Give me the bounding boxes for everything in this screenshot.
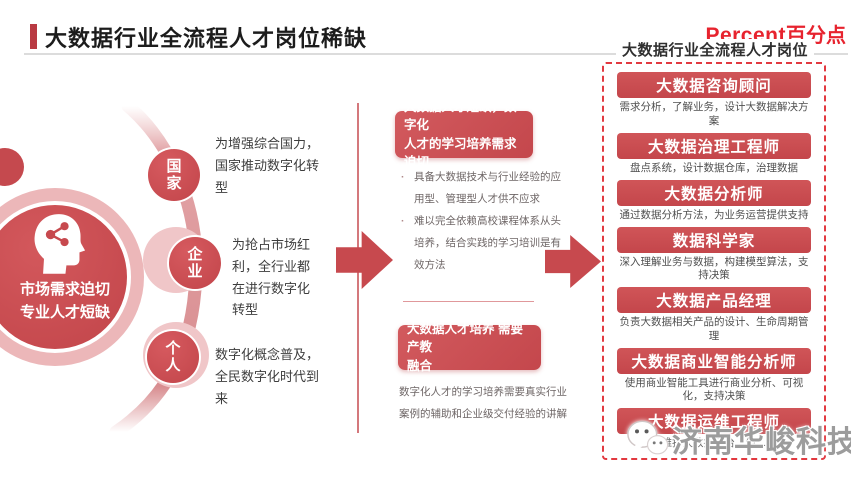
- job-title: 数据科学家: [617, 226, 811, 253]
- bullet-item: 难以完全依赖高校课程体系从头培养，结合实践的学习培训是有效方法: [399, 210, 571, 276]
- job-desc: 负责大数据相关产品的设计、生命周期管理: [619, 316, 809, 342]
- job-row: 大数据治理工程师 盘点系统，设计数据仓库，治理数据: [617, 132, 811, 176]
- header-divider: [24, 53, 848, 55]
- node-country-label: 国家: [166, 157, 182, 192]
- shortage-headline-line1: 大数据人才短缺，数字化: [404, 100, 517, 133]
- job-title: 大数据治理工程师: [617, 132, 811, 159]
- job-desc: 通过数据分析方法，为业务运营提供支持: [619, 208, 809, 221]
- node-enterprise-desc: 为抢占市场红利，全行业都在进行数字化转型: [232, 237, 311, 318]
- training-headline-box: 大数据人才培养 需要产教 融合: [398, 322, 541, 373]
- job-row: 大数据分析师 通过数据分析方法，为业务运营提供支持: [617, 179, 811, 223]
- arrow-left-icon: [336, 231, 393, 289]
- training-paragraph: 数字化人才的学习培养需要真实行业案例的辅助和企业级交付经验的讲解: [399, 386, 567, 421]
- title-accent-bar: [30, 24, 37, 49]
- node-enterprise: 企业: [169, 237, 221, 289]
- job-desc: 需求分析，了解业务，设计大数据解决方案: [619, 101, 809, 127]
- watermark: 济南华峻科技: [626, 417, 851, 461]
- caption-line-1: 市场需求迫切: [19, 281, 110, 298]
- node-country-desc: 为增强综合国力，国家推动数字化转型: [215, 136, 320, 195]
- bullet-item: 具备大数据技术与行业经验的应用型、管理型人才供不应求: [399, 166, 571, 210]
- job-row: 数据科学家 深入理解业务与数据，构建模型算法，支持决策: [617, 226, 811, 283]
- job-desc: 深入理解业务与数据，构建模型算法，支持决策: [619, 255, 809, 282]
- wechat-icon: [627, 420, 669, 455]
- job-desc: 维护大数据平台，组…: [661, 437, 767, 450]
- shortage-bullet-list: 具备大数据技术与行业经验的应用型、管理型人才供不应求 难以完全依赖高校课程体系从…: [399, 166, 571, 276]
- jobs-panel: 大数据咨询顾问 需求分析，了解业务，设计大数据解决方案 大数据治理工程师 盘点系…: [602, 62, 826, 460]
- head-share-icon: [34, 214, 86, 274]
- training-headline-line1: 大数据人才培养 需要产教: [407, 322, 523, 355]
- job-title: 大数据分析师: [617, 179, 811, 206]
- node-country: 国家: [148, 149, 200, 201]
- node-enterprise-label: 企业: [187, 245, 203, 280]
- job-row: 大数据商业智能分析师 使用商业智能工具进行商业分析、可视化，支持决策: [617, 347, 811, 404]
- market-demand-caption: 市场需求迫切 专业人才短缺: [0, 278, 130, 325]
- middle-divider: [403, 301, 534, 302]
- job-desc: 盘点系统，设计数据仓库，治理数据: [630, 161, 798, 174]
- node-individual-label: 个人: [165, 339, 181, 374]
- right-panel-subtitle: 大数据行业全流程人才岗位: [615, 39, 814, 60]
- job-title: 大数据产品经理: [617, 287, 811, 314]
- node-individual: 个人: [147, 331, 199, 383]
- job-row: 大数据产品经理 负责大数据相关产品的设计、生命周期管理: [617, 287, 811, 343]
- watermark-text: 济南华峻科技: [672, 426, 851, 459]
- training-headline-line2: 融合: [407, 358, 433, 373]
- node-individual-desc: 数字化概念普及，全民数字化时代到来: [215, 347, 320, 406]
- job-title: 大数据咨询顾问: [617, 72, 811, 98]
- job-desc: 使用商业智能工具进行商业分析、可视化，支持决策: [624, 376, 804, 403]
- page-title: 大数据行业全流程人才岗位稀缺: [45, 26, 368, 51]
- job-title: 大数据商业智能分析师: [617, 347, 811, 374]
- shortage-headline-box: 大数据人才短缺，数字化 人才的学习培养需求迫切: [395, 100, 533, 169]
- decor-corner-circle: [0, 148, 24, 186]
- job-row: 大数据咨询顾问 需求分析，了解业务，设计大数据解决方案: [617, 72, 811, 128]
- caption-line-2: 专业人才短缺: [19, 304, 110, 322]
